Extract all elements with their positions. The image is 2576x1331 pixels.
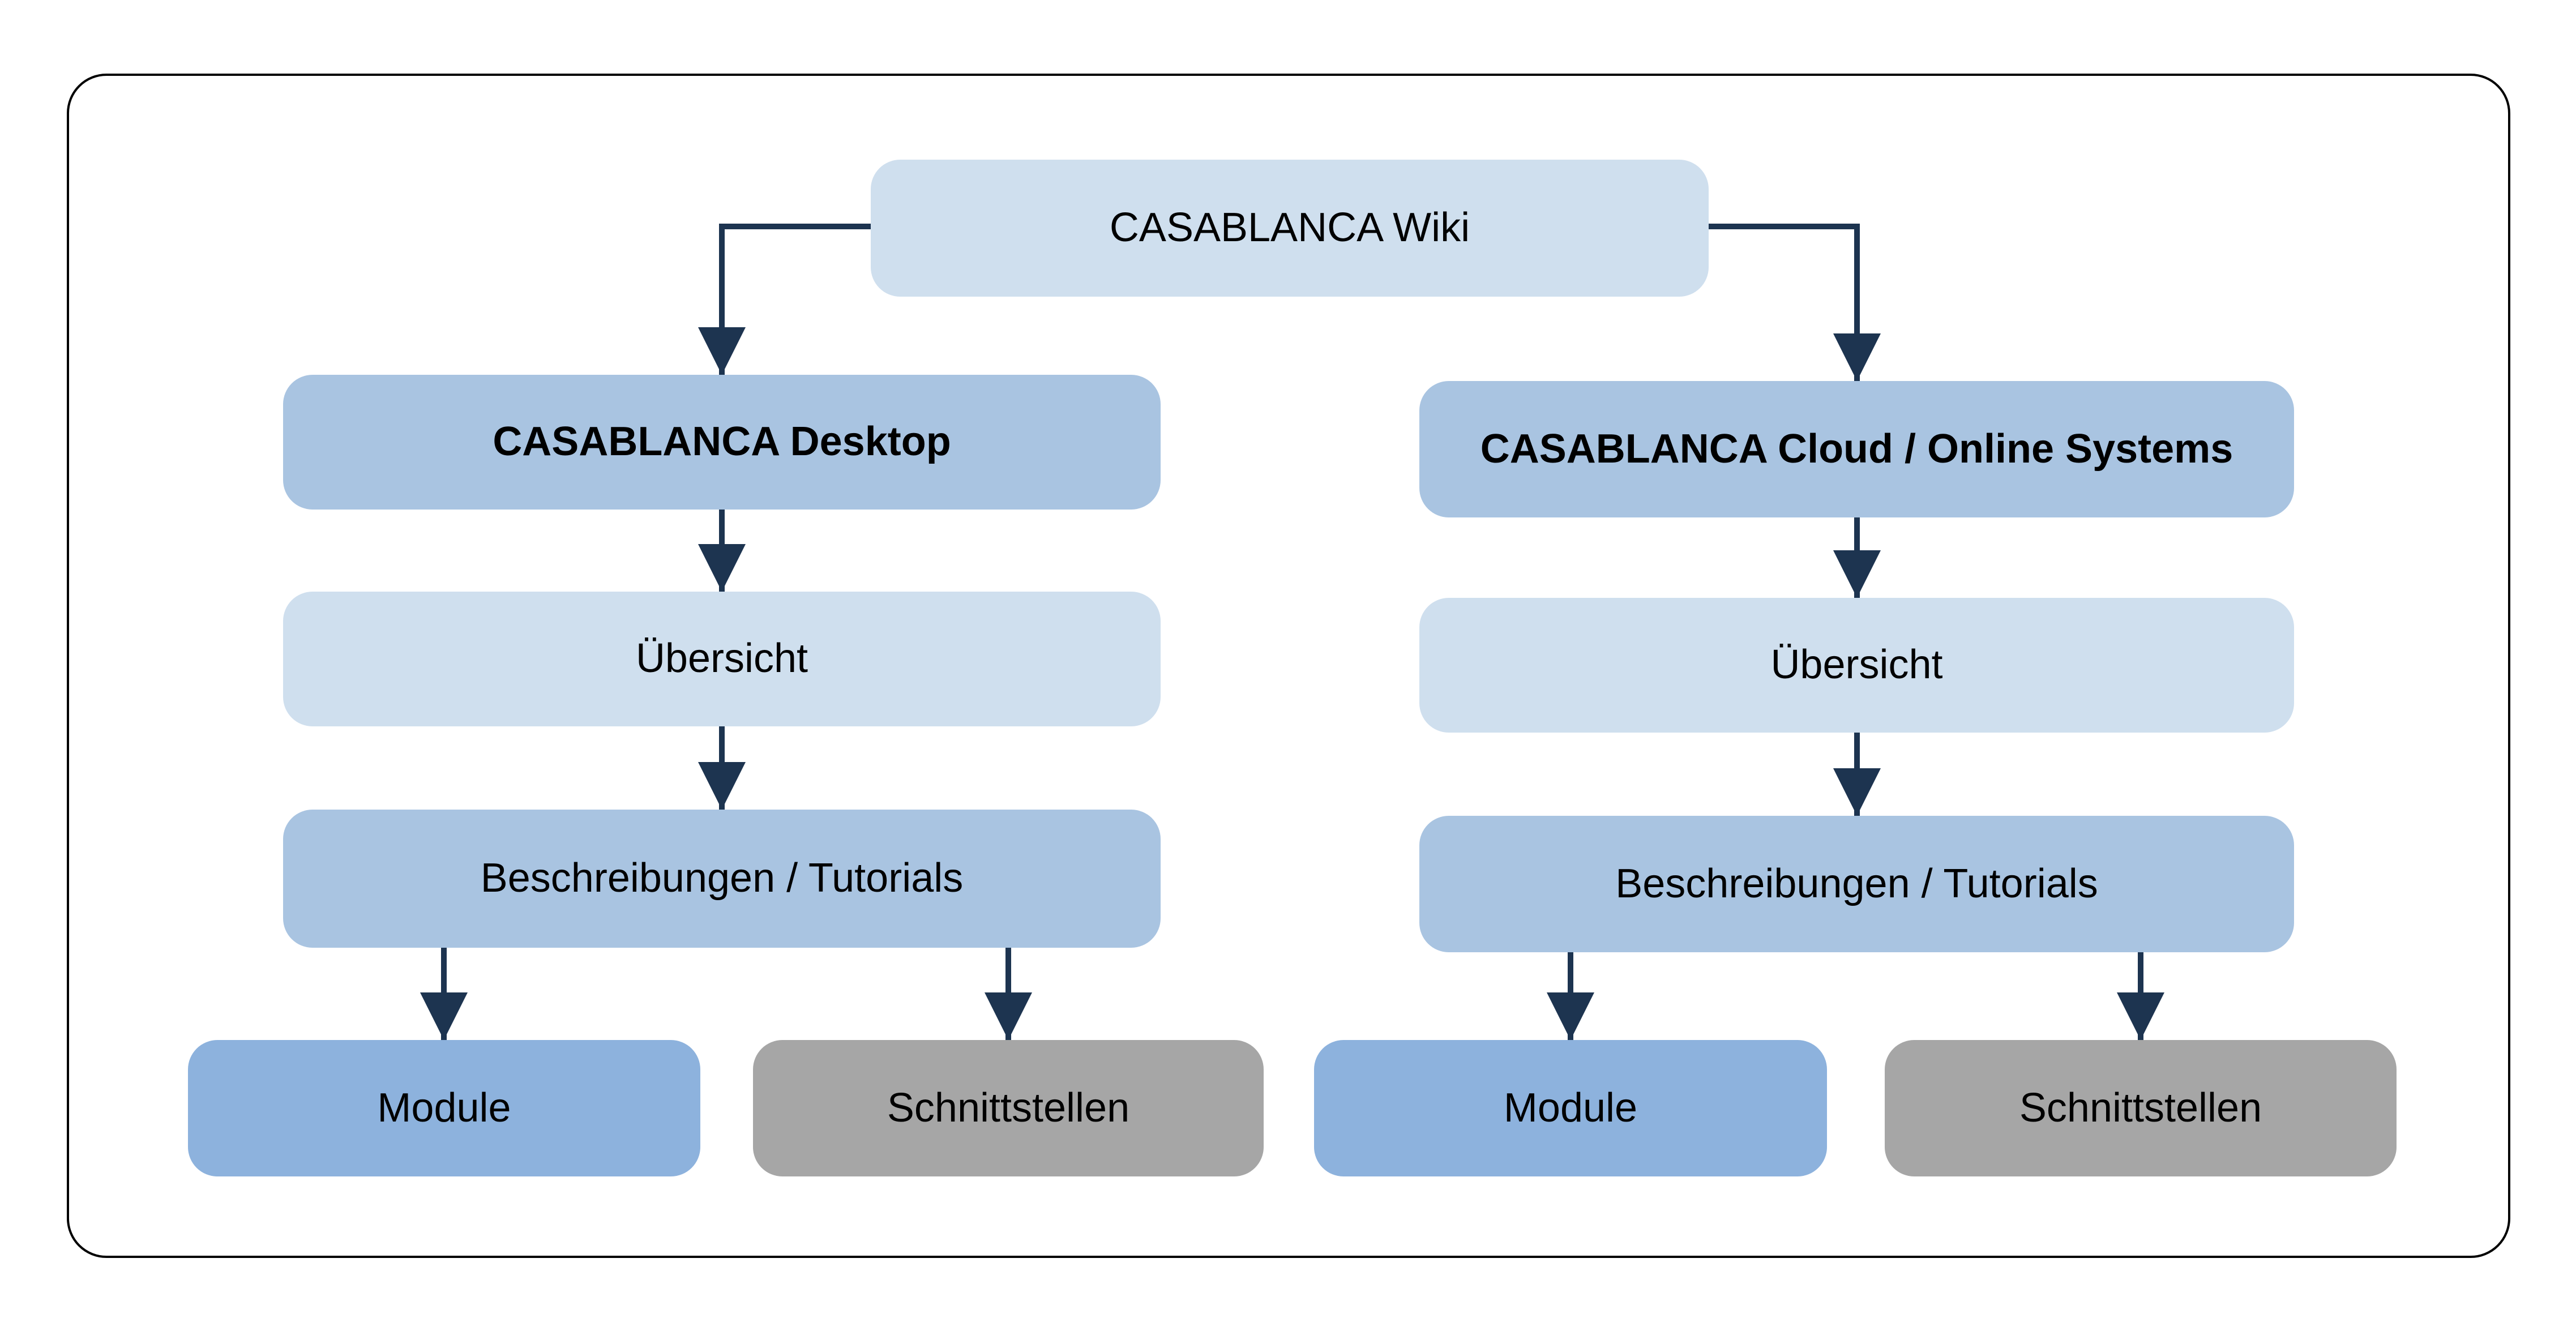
node-overview-cloud: Übersicht [1419, 598, 2294, 733]
node-overview-desktop: Übersicht [283, 592, 1161, 726]
node-overview-desktop-label: Übersicht [635, 636, 808, 682]
node-schnittstellen-desktop-label: Schnittstellen [887, 1085, 1130, 1131]
node-descriptions-desktop-label: Beschreibungen / Tutorials [480, 855, 964, 901]
node-desktop: CASABLANCA Desktop [283, 375, 1161, 510]
node-descriptions-cloud-label: Beschreibungen / Tutorials [1615, 861, 2098, 906]
node-module-cloud-label: Module [1503, 1085, 1638, 1131]
node-overview-cloud-label: Übersicht [1770, 642, 1943, 688]
node-wiki-label: CASABLANCA Wiki [1109, 205, 1470, 251]
node-module-cloud: Module [1314, 1040, 1827, 1176]
node-wiki: CASABLANCA Wiki [871, 160, 1709, 297]
node-module-desktop: Module [188, 1040, 700, 1176]
node-descriptions-desktop: Beschreibungen / Tutorials [283, 810, 1161, 948]
node-descriptions-cloud: Beschreibungen / Tutorials [1419, 816, 2294, 952]
node-schnittstellen-cloud-label: Schnittstellen [2019, 1085, 2262, 1131]
node-schnittstellen-desktop: Schnittstellen [753, 1040, 1264, 1176]
node-cloud-label: CASABLANCA Cloud / Online Systems [1480, 426, 2233, 472]
node-desktop-label: CASABLANCA Desktop [493, 419, 951, 465]
node-schnittstellen-cloud: Schnittstellen [1885, 1040, 2397, 1176]
node-cloud: CASABLANCA Cloud / Online Systems [1419, 381, 2294, 517]
node-module-desktop-label: Module [377, 1085, 511, 1131]
